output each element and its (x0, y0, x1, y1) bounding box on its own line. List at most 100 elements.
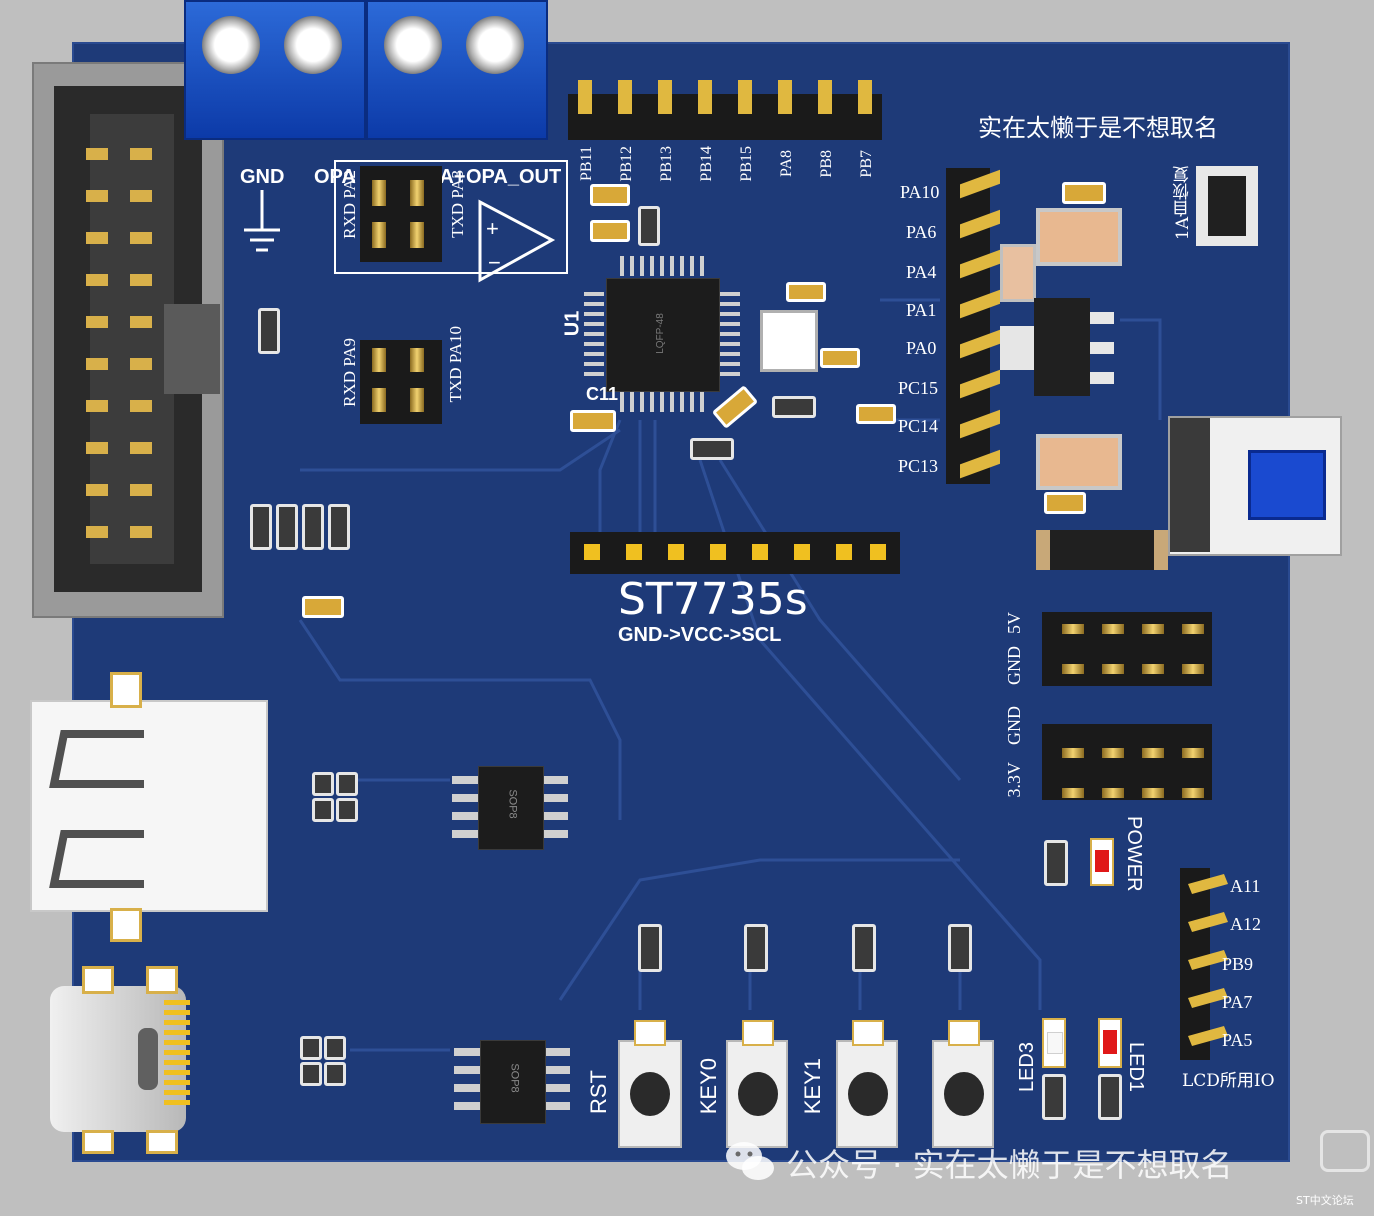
smd-capacitor (786, 282, 826, 302)
svg-text:+: + (486, 216, 499, 241)
smd-resistor (1042, 1074, 1066, 1120)
smd-resistor (300, 1062, 322, 1086)
board-title: 实在太懒于是不想取名 (978, 114, 1218, 142)
smd-resistor (336, 798, 358, 822)
smd-resistor (324, 1036, 346, 1060)
right-pin-label: PC14 (898, 416, 939, 436)
opa-out-label: OPA_OUT (466, 166, 562, 188)
tantalum-capacitor (1036, 434, 1122, 490)
rst-label: RST (586, 1070, 611, 1114)
screw-terminal-2 (366, 0, 548, 140)
label-5v: 5V (1004, 612, 1024, 634)
smd-resistor (328, 504, 350, 550)
lcd-io-labels: A11 A12 PB9 PA7 PA5 (1222, 876, 1284, 1056)
smd-capacitor (1062, 182, 1106, 204)
smd-resistor (336, 772, 358, 796)
lcd-io-pin-label: PA5 (1222, 1030, 1253, 1050)
top-pin-label: PB8 (818, 150, 835, 178)
lcd-header-pads (584, 544, 886, 560)
rst-button[interactable] (618, 1020, 682, 1148)
idc-pins (86, 148, 152, 538)
opamp-symbol-icon: + − (478, 199, 556, 283)
lcd-io-pin-label: A11 (1230, 876, 1261, 896)
label-3v3: 3.3V (1004, 762, 1024, 798)
gnd-label: GND (240, 166, 285, 188)
forum-logo-icon (1320, 1130, 1370, 1172)
lcd-io-title: LCD所用IO (1182, 1071, 1275, 1091)
key1-button[interactable] (836, 1020, 898, 1148)
uart-top-header (360, 166, 442, 262)
power-header-5v (1042, 612, 1212, 686)
smd-resistor (300, 1036, 322, 1060)
fuse-label: 1A自恢复 (1173, 166, 1193, 241)
led1-label: LED1 (1125, 1042, 1147, 1093)
smd-resistor (324, 1062, 346, 1086)
smd-resistor (258, 308, 280, 354)
right-pin-label: PC15 (898, 378, 939, 398)
lcd-io-pin-label: A12 (1230, 914, 1261, 934)
usb-c-pins (164, 1000, 190, 1105)
top-pin-label: PA8 (778, 150, 795, 177)
lcd-io-pin-label: PA7 (1222, 992, 1253, 1012)
top-header-pins (578, 80, 872, 114)
led1 (1098, 1018, 1122, 1068)
top-pin-label: PB11 (578, 146, 595, 181)
usb-c-port[interactable] (50, 966, 186, 1154)
uart-top-rxd: RXD PA2 (340, 170, 359, 239)
smd-capacitor (590, 220, 630, 242)
smd-inductor (1000, 244, 1036, 302)
uart-mid-rxd: RXD PA9 (340, 338, 359, 407)
smd-resistor (744, 924, 768, 972)
resettable-fuse (1196, 166, 1258, 246)
led3-label: LED3 (1016, 1042, 1038, 1093)
sop8-chip-1: SOP8 (452, 766, 568, 850)
smd-resistor (638, 924, 662, 972)
smd-capacitor (820, 348, 860, 368)
key0-button[interactable] (726, 1020, 788, 1148)
top-pin-label: PB7 (858, 150, 875, 178)
right-pin-label: PA6 (906, 222, 937, 242)
right-header-pins (960, 169, 1000, 479)
right-pin-label: PA0 (906, 338, 937, 358)
watermark-corner: ST中文论坛 (1296, 1194, 1354, 1207)
crystal-oscillator (760, 310, 818, 372)
top-pin-label: PB14 (698, 146, 715, 182)
led3 (1042, 1018, 1066, 1068)
unlabeled-button[interactable] (932, 1020, 994, 1148)
smd-resistor (638, 206, 660, 246)
smd-resistor (948, 924, 972, 972)
key0-label: KEY0 (696, 1058, 721, 1115)
smd-capacitor (1044, 492, 1086, 514)
opamp-box (334, 160, 568, 274)
sop8-marking: SOP8 (508, 1063, 521, 1093)
ground-symbol-icon (244, 190, 280, 252)
top-pin-label: PB15 (738, 146, 755, 182)
smd-resistor (772, 396, 816, 418)
smd-capacitor (856, 404, 896, 424)
smd-resistor (302, 504, 324, 550)
wechat-icon (726, 1142, 774, 1180)
label-gnd-2: GND (1004, 706, 1024, 745)
mcu-u1: LQFP-48 (584, 256, 740, 412)
uart-top-txd: TXD PA3 (448, 170, 467, 238)
right-header-labels: PA10 PA6 PA4 PA1 PA0 PC15 PC14 PC13 (894, 182, 944, 482)
smd-resistor (852, 924, 876, 972)
smd-resistor (1098, 1074, 1122, 1120)
power-header-3v3 (1042, 724, 1212, 800)
tantalum-capacitor (1036, 208, 1122, 266)
lcd-io-pins (1188, 874, 1228, 1046)
key1-label: KEY1 (800, 1058, 825, 1115)
smd-resistor (690, 438, 734, 460)
right-pin-label: PA1 (906, 300, 937, 320)
top-pin-label: PB13 (658, 146, 675, 182)
right-pin-label: PA4 (906, 262, 937, 282)
top-pin-label: PB12 (618, 146, 635, 182)
usb-a-port[interactable] (30, 672, 268, 942)
right-pin-label: PA10 (900, 182, 940, 202)
idc-connector (32, 62, 224, 618)
svg-text:−: − (488, 250, 501, 275)
power-switch[interactable] (1168, 416, 1342, 556)
lcd-io-pin-label: PB9 (1222, 954, 1254, 974)
sop8-marking: SOP8 (506, 789, 519, 819)
power-led (1090, 838, 1114, 886)
